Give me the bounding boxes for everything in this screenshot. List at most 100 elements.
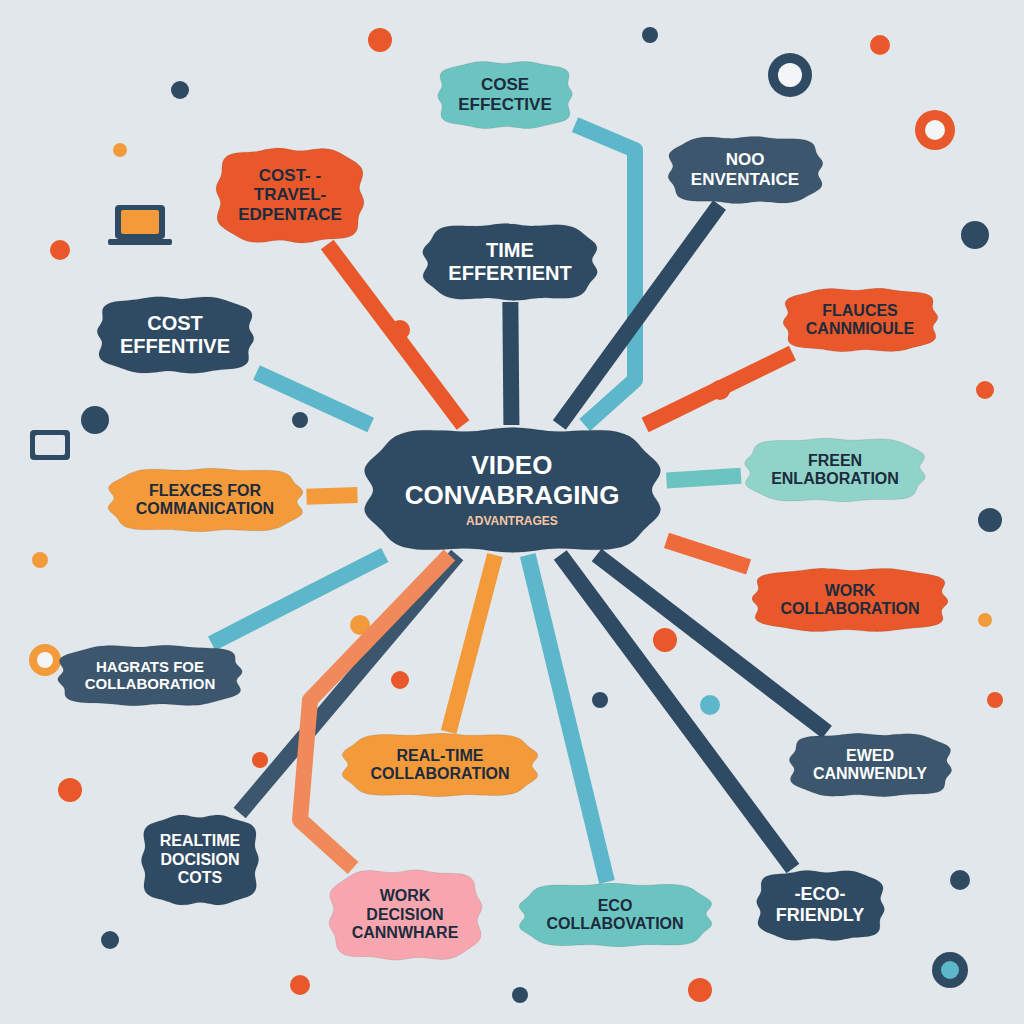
dot <box>290 975 310 995</box>
advantage-cloud: NOO ENVENTAICE <box>665 135 826 205</box>
dot <box>512 987 528 1003</box>
node-text-block: COST- -TRAVEL- EDPENTACE <box>238 166 342 225</box>
node-text-block: WORK COLLABORATION <box>780 582 919 619</box>
advantage-cloud: FLAUCES CANNMIOULE <box>780 287 941 353</box>
cloud-outline <box>756 870 884 940</box>
laptop-icon <box>108 239 172 245</box>
dot <box>32 552 48 568</box>
branch-connector <box>449 555 495 732</box>
node-text-block: REALTIME DOCISION COTS <box>160 832 241 887</box>
cloud-outline <box>752 568 948 631</box>
icon-ring <box>941 961 959 979</box>
dot <box>368 28 392 52</box>
icon-ring <box>29 644 61 676</box>
cloud-outline <box>97 297 253 374</box>
icon-ring <box>778 63 802 87</box>
cloud-outline <box>789 733 951 796</box>
icon-ring <box>915 110 955 150</box>
dot <box>961 221 989 249</box>
node-text-block: NOO ENVENTAICE <box>691 150 799 189</box>
advantage-cloud: FLEXCES FOR COMMANICATION <box>104 467 307 533</box>
branch-connector <box>667 540 749 567</box>
cloud-outline <box>783 288 938 351</box>
node-text-block: WORK DECISION CANNWHARE <box>352 887 459 942</box>
advantage-cloud: COSE EFFECTIVE <box>435 60 575 130</box>
dot <box>950 870 970 890</box>
advantage-cloud: TIME EFFERTIENT <box>419 222 601 302</box>
icon-ring <box>925 120 945 140</box>
dot <box>81 406 109 434</box>
cloud-outline <box>342 733 537 796</box>
cloud-outline <box>668 136 822 203</box>
node-text-block: -ECO- FRIENDLY <box>776 884 864 925</box>
advantage-cloud: WORK DECISION CANNWHARE <box>326 868 485 962</box>
dot <box>688 978 712 1002</box>
node-title: HAGRATS FOE COLLABORATION <box>85 658 216 693</box>
cloud-outline <box>108 468 303 531</box>
dot <box>978 508 1002 532</box>
node-title: REALTIME DOCISION COTS <box>160 832 241 887</box>
dot <box>58 778 82 802</box>
node-title: ECO COLLABOVATION <box>546 897 683 934</box>
node-title: COSE EFFECTIVE <box>458 75 552 114</box>
branch-connector <box>212 555 385 644</box>
advantage-cloud: HAGRATS FOE COLLABORATION <box>54 644 246 707</box>
node-title: COST EFFENTIVE <box>120 312 230 358</box>
screen-icon <box>30 430 70 460</box>
node-title: FREEN ENLABORATION <box>771 452 899 489</box>
node-title: NOO ENVENTAICE <box>691 150 799 189</box>
node-title: FLEXCES FOR COMMANICATION <box>136 482 274 519</box>
central-cloud: VIDEO CONVABRAGINGADVANTRAGES <box>358 425 667 555</box>
node-text-block: ECO COLLABOVATION <box>546 897 683 934</box>
cloud-outline <box>141 815 258 905</box>
node-text-block: HAGRATS FOE COLLABORATION <box>85 658 216 693</box>
node-text-block: TIME EFFERTIENT <box>448 239 571 285</box>
advantage-cloud: ECO COLLABOVATION <box>515 882 716 948</box>
cloud-outline <box>745 438 925 501</box>
branch-connector <box>645 353 792 425</box>
dot <box>171 81 189 99</box>
laptop-icon <box>115 205 165 239</box>
advantage-cloud: REAL-TIME COLLABORATION <box>338 732 542 798</box>
dot <box>870 35 890 55</box>
node-text-block: COSE EFFECTIVE <box>458 75 552 114</box>
cloud-outline <box>329 870 482 960</box>
node-title: FLAUCES CANNMIOULE <box>806 302 914 339</box>
dot <box>987 692 1003 708</box>
cloud-outline <box>364 428 660 553</box>
icon-ring <box>768 53 812 97</box>
node-title: -ECO- FRIENDLY <box>776 884 864 925</box>
laptop-icon <box>121 210 159 234</box>
dot <box>653 628 677 652</box>
dot <box>978 613 992 627</box>
node-text-block: EWED CANNWENDLY <box>813 747 927 784</box>
advantage-cloud: -ECO- FRIENDLY <box>754 869 887 942</box>
advantage-cloud: COST- -TRAVEL- EDPENTACE <box>213 146 367 245</box>
dot <box>101 931 119 949</box>
cloud-outline <box>519 883 712 946</box>
advantage-cloud: FREEN ENLABORATION <box>741 437 929 503</box>
dot <box>113 143 127 157</box>
node-text-block: FLEXCES FOR COMMANICATION <box>136 482 274 519</box>
node-text-block: FREEN ENLABORATION <box>771 452 899 489</box>
branch-connector <box>257 372 371 425</box>
node-subtitle: ADVANTRAGES <box>405 515 620 529</box>
node-text-block: VIDEO CONVABRAGINGADVANTRAGES <box>405 451 620 530</box>
node-title: COST- -TRAVEL- EDPENTACE <box>238 166 342 225</box>
node-text-block: FLAUCES CANNMIOULE <box>806 302 914 339</box>
cloud-outline <box>216 147 364 242</box>
dot <box>391 671 409 689</box>
cloud-outline <box>438 61 572 128</box>
branch-connector <box>667 476 742 481</box>
branch-connector <box>300 555 449 868</box>
node-title: EWED CANNWENDLY <box>813 747 927 784</box>
advantage-cloud: COST EFFENTIVE <box>94 295 257 375</box>
node-title: WORK COLLABORATION <box>780 582 919 619</box>
node-text-block: COST EFFENTIVE <box>120 312 230 358</box>
branch-connector <box>307 495 358 497</box>
dot <box>642 27 658 43</box>
dot <box>976 381 994 399</box>
branch-connector <box>510 302 511 425</box>
cloud-outline <box>58 645 242 705</box>
